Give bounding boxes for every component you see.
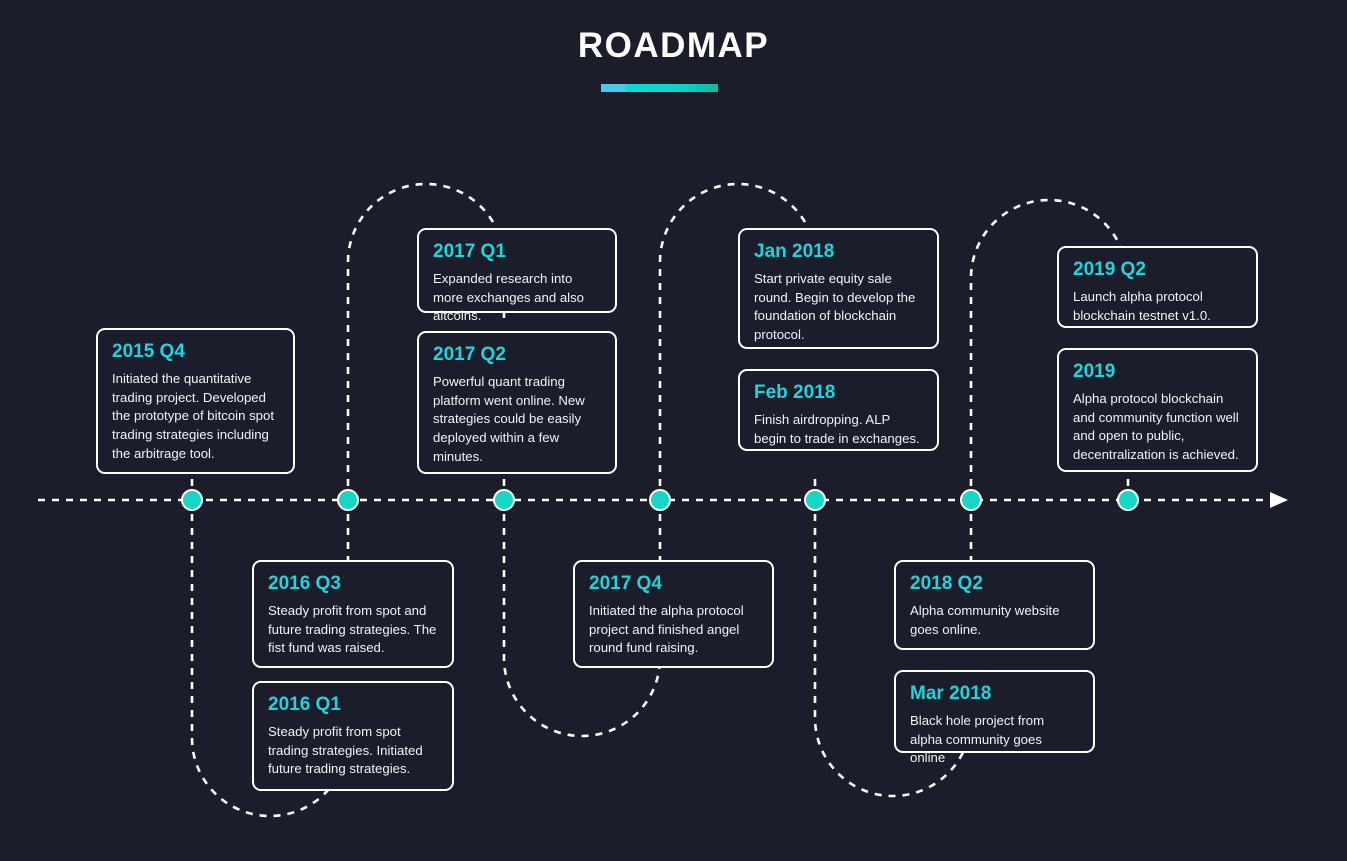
dot-2017-q4 <box>649 489 671 511</box>
milestone-body: Initiated the alpha protocol project and… <box>589 602 744 656</box>
milestone-body: Finish airdropping. ALP begin to trade i… <box>754 411 920 446</box>
dot-2015-q4 <box>181 489 203 511</box>
milestone-title: 2016 Q3 <box>268 573 341 594</box>
milestone-card-2019: 2019 Alpha protocol blockchain and commu… <box>1057 348 1258 472</box>
dot-2016 <box>337 489 359 511</box>
loop-upper-right <box>969 198 1129 500</box>
milestone-card-2016-q1: 2016 Q1 Steady profit from spot trading … <box>252 681 454 791</box>
dot-2017-q1-q2 <box>493 489 515 511</box>
milestone-title: 2017 Q2 <box>433 344 506 365</box>
milestone-card-2017-q4: 2017 Q4 Initiated the alpha protocol pro… <box>573 560 774 668</box>
dot-2018-jan-feb <box>804 489 826 511</box>
milestone-title: 2019 <box>1073 361 1116 382</box>
milestone-card-2018-q2: 2018 Q2 Alpha community website goes onl… <box>894 560 1095 650</box>
page-title: ROADMAP <box>577 26 770 65</box>
dot-2019 <box>1117 489 1139 511</box>
milestone-card-2016-q3: 2016 Q3 Steady profit from spot and futu… <box>252 560 454 668</box>
milestone-card-jan-2018: Jan 2018 Start private equity sale round… <box>738 228 939 349</box>
milestone-title: 2018 Q2 <box>910 573 983 594</box>
milestone-title: Jan 2018 <box>754 241 835 262</box>
milestone-body: Initiated the quantitative trading proje… <box>112 370 275 461</box>
milestone-body: Launch alpha protocol blockchain testnet… <box>1073 288 1211 323</box>
milestone-body: Black hole project from alpha community … <box>910 712 1045 766</box>
milestone-body: Steady profit from spot trading strategi… <box>268 723 423 777</box>
milestone-card-2019-q2: 2019 Q2 Launch alpha protocol blockchain… <box>1057 246 1258 328</box>
timeline-arrow-icon <box>1270 492 1288 508</box>
title-underline <box>601 84 718 92</box>
milestone-card-2017-q1: 2017 Q1 Expanded research into more exch… <box>417 228 617 323</box>
milestone-title: 2017 Q1 <box>433 241 506 262</box>
milestone-body: Alpha protocol blockchain and community … <box>1073 390 1239 463</box>
milestone-body: Powerful quant trading platform went onl… <box>433 373 585 464</box>
milestone-title: 2015 Q4 <box>112 341 185 362</box>
dot-2018-q2-mar <box>960 489 982 511</box>
loop-lower-right <box>813 500 973 798</box>
milestone-title: 2019 Q2 <box>1073 259 1146 280</box>
milestone-body: Expanded research into more exchanges an… <box>433 270 585 324</box>
milestone-card-feb-2018: Feb 2018 Finish airdropping. ALP begin t… <box>738 369 939 451</box>
milestone-title: Mar 2018 <box>910 683 992 704</box>
milestone-title: 2017 Q4 <box>589 573 662 594</box>
milestone-body: Steady profit from spot and future tradi… <box>268 602 437 656</box>
milestone-body: Start private equity sale round. Begin t… <box>754 270 916 343</box>
milestone-card-2017-q2: 2017 Q2 Powerful quant trading platform … <box>417 331 617 474</box>
milestone-title: 2016 Q1 <box>268 694 341 715</box>
loop-lower-middle <box>502 500 662 738</box>
milestone-body: Alpha community website goes online. <box>910 602 1060 637</box>
milestone-card-2015-q4: 2015 Q4 Initiated the quantitative tradi… <box>96 328 295 474</box>
milestone-title: Feb 2018 <box>754 382 836 403</box>
milestone-card-mar-2018: Mar 2018 Black hole project from alpha c… <box>894 670 1095 765</box>
